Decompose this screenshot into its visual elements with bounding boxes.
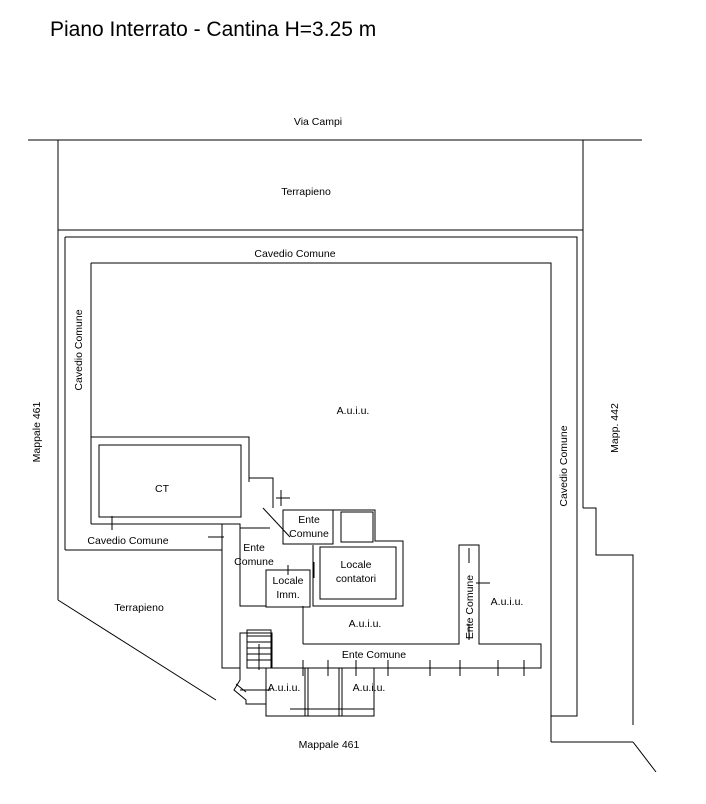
cavedio-left-label: Cavedio Comune (73, 309, 85, 390)
mappale-right-label: Mapp. 442 (609, 403, 621, 453)
locale-contatori-label-1: Locale (341, 559, 372, 571)
auiu-right-label: A.u.i.u. (491, 596, 524, 608)
perimeter-walls (64, 236, 578, 742)
boundary-lines (28, 139, 657, 773)
stairs (246, 629, 272, 670)
street-via-campi-label: Via Campi (294, 116, 342, 128)
page-title: Piano Interrato - Cantina H=3.25 m (50, 18, 377, 41)
ct-label: CT (155, 483, 170, 495)
locale-contatori-label-2: contatori (336, 573, 376, 585)
ente-comune-hall-label-2: Comune (234, 556, 274, 568)
ente-comune-vertical-label: Ente Comune (464, 575, 476, 639)
cavedio-top-label: Cavedio Comune (254, 248, 335, 260)
auiu-main-label: A.u.i.u. (337, 405, 370, 417)
cavedio-right-label: Cavedio Comune (558, 425, 570, 506)
terrapieno-bottom-label: Terrapieno (114, 602, 164, 614)
lower-corridor (239, 544, 542, 691)
plan-labels: Via Campi Terrapieno Cavedio Comune Cave… (31, 116, 621, 751)
cavedio-bottom-left-label: Cavedio Comune (87, 535, 168, 547)
ente-comune-corridor-label: Ente Comune (342, 649, 406, 661)
locale-imm-label-2: Imm. (276, 589, 299, 601)
ct-room (65, 436, 250, 551)
auiu-bottom-left-label: A.u.i.u. (268, 682, 301, 694)
central-service-block (221, 477, 404, 669)
mappale-left-label: Mappale 461 (31, 401, 43, 462)
auiu-bottom-right-label: A.u.i.u. (353, 682, 386, 694)
ente-comune-hall-label-1: Ente (243, 542, 265, 554)
bottom-units (233, 667, 375, 717)
ente-comune-small-label-1: Ente (298, 514, 320, 526)
auiu-mid-label: A.u.i.u. (349, 618, 382, 630)
ente-comune-small-label-2: Comune (289, 528, 329, 540)
street-mappale-bottom-label: Mappale 461 (299, 739, 360, 751)
terrapieno-top-label: Terrapieno (281, 186, 331, 198)
locale-imm-label-1: Locale (273, 575, 304, 587)
